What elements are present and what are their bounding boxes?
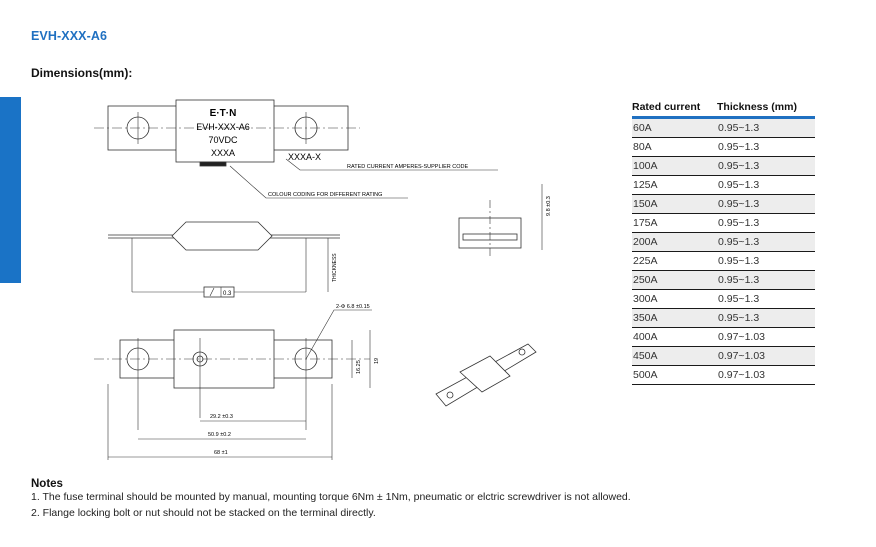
table-header-rated-current: Rated current — [632, 101, 701, 113]
cell-rated-current: 175A — [632, 213, 717, 233]
cell-rated-current: 60A — [632, 117, 717, 138]
cell-rated-current: 250A — [632, 270, 717, 290]
technical-drawing: E·T·N EVH-XXX-A6 70VDC XXXA XXXA-X RATED… — [94, 99, 552, 460]
cell-rated-current: 350A — [632, 308, 717, 328]
cell-thickness: 0.97~1.03 — [717, 365, 815, 385]
cell-rated-current: 400A — [632, 327, 717, 347]
cell-thickness: 0.95~1.3 — [717, 289, 815, 309]
dim-16-25: 16.25 — [356, 360, 362, 374]
cell-rated-current: 225A — [632, 251, 717, 271]
cell-thickness: 0.97~1.03 — [717, 327, 815, 347]
thickness-label: THICKNESS — [332, 253, 338, 282]
notes-heading: Notes — [31, 478, 63, 490]
drawing-code-label: XXXA-X — [288, 152, 321, 162]
table-header-thickness: Thickness (mm) — [717, 101, 797, 113]
hole-spec: 2-Φ 6.8 ±0.15 — [336, 304, 370, 310]
cell-thickness: 0.95~1.3 — [717, 117, 815, 138]
cell-thickness: 0.95~1.3 — [717, 137, 815, 157]
dim-68: 68 ±1 — [214, 450, 228, 456]
cell-rated-current: 150A — [632, 194, 717, 214]
flatness-value: 0.3 — [223, 291, 232, 297]
cell-rated-current: 300A — [632, 289, 717, 309]
callout-colour-coding: COLOUR CODING FOR DIFFERENT RATING — [268, 192, 382, 198]
drawing-voltage-label: 70VDC — [208, 135, 238, 145]
note-item-2: 2. Flange locking bolt or nut should not… — [31, 507, 376, 519]
cell-thickness: 0.95~1.3 — [717, 270, 815, 290]
page-title: EVH-XXX-A6 — [31, 29, 108, 43]
cell-rated-current: 500A — [632, 365, 717, 385]
dimensions-heading: Dimensions(mm): — [31, 66, 133, 80]
cell-rated-current: 200A — [632, 232, 717, 252]
cell-thickness: 0.95~1.3 — [717, 213, 815, 233]
cell-rated-current: 125A — [632, 175, 717, 195]
cell-rated-current: 450A — [632, 346, 717, 366]
cell-rated-current: 80A — [632, 137, 717, 157]
drawing-model-label: EVH-XXX-A6 — [196, 122, 250, 132]
note-item-1: 1. The fuse terminal should be mounted b… — [31, 491, 631, 503]
cell-thickness: 0.95~1.3 — [717, 251, 815, 271]
dim-29-2: 29.2 ±0.3 — [210, 414, 233, 420]
section-accent-bar — [0, 97, 21, 283]
cell-thickness: 0.95~1.3 — [717, 175, 815, 195]
cell-thickness: 0.97~1.03 — [717, 346, 815, 366]
cell-rated-current: 100A — [632, 156, 717, 176]
dim-19: 19 — [374, 358, 380, 364]
callout-rated-current: RATED CURRENT AMPERES-SUPPLIER CODE — [347, 164, 468, 170]
dim-50-9: 50.9 ±0.2 — [208, 432, 231, 438]
drawing-rating-label: XXXA — [211, 148, 235, 158]
dim-height: 9.8 ±0.3 — [546, 196, 552, 216]
cell-thickness: 0.95~1.3 — [717, 232, 815, 252]
brand-logo: E·T·N — [210, 108, 237, 119]
cell-thickness: 0.95~1.3 — [717, 194, 815, 214]
cell-thickness: 0.95~1.3 — [717, 308, 815, 328]
cell-thickness: 0.95~1.3 — [717, 156, 815, 176]
